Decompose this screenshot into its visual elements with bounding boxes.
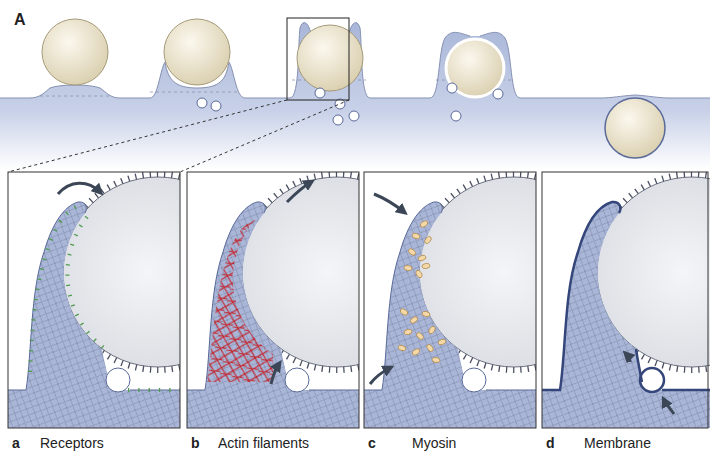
panel-membrane <box>542 172 710 428</box>
arrow <box>370 368 390 384</box>
cortex-mesh <box>40 80 514 96</box>
zoom-lines <box>8 100 349 172</box>
panel-title: Membrane <box>584 436 651 450</box>
panel-title: Myosin <box>412 436 456 450</box>
arrow <box>374 194 404 212</box>
arrow <box>271 364 279 384</box>
panel-letter: b <box>191 436 200 450</box>
arrow <box>58 183 100 194</box>
arrow <box>664 400 674 414</box>
panel-letter: a <box>12 436 20 450</box>
arrow <box>626 354 630 362</box>
zoom-box <box>287 18 349 100</box>
actin-filaments <box>197 220 274 382</box>
arrow <box>287 182 311 202</box>
particle <box>164 19 230 85</box>
particle <box>42 19 108 85</box>
phagosome <box>605 98 665 158</box>
fusing-vesicle <box>640 368 664 392</box>
panel-letter: A <box>14 12 26 28</box>
membrane-outline <box>542 202 710 390</box>
panel-title: Receptors <box>40 436 104 450</box>
receptors <box>30 205 180 390</box>
particle <box>297 25 363 91</box>
top-strip <box>0 18 710 172</box>
panel-letter: d <box>546 436 555 450</box>
panel-title: Actin filaments <box>218 436 309 450</box>
vesicles <box>197 83 503 125</box>
panel-letter: c <box>368 436 376 450</box>
myosin-molecules <box>397 220 446 363</box>
particle <box>446 39 504 97</box>
